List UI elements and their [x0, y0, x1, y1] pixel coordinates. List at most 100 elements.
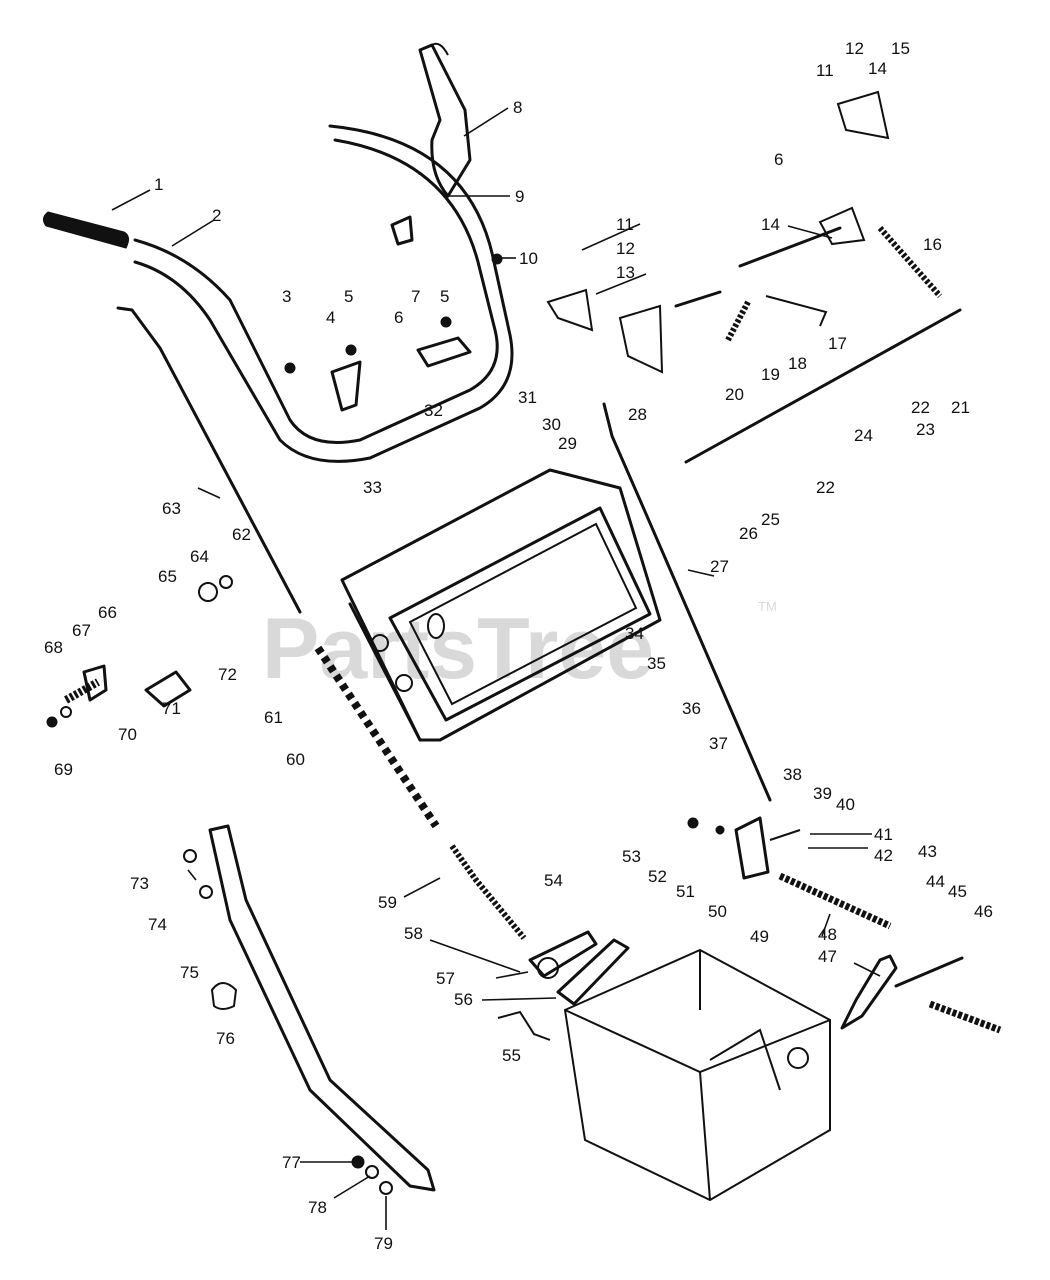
callout-27: 27: [710, 557, 729, 576]
callout-labels: 1 2 3 4 5 5 6 6 7 8 9 10 11 11 12 12 13 …: [44, 39, 993, 1253]
callout-67: 67: [72, 621, 91, 640]
callout-15: 15: [891, 39, 910, 58]
callout-42: 42: [874, 846, 893, 865]
callout-1: 1: [154, 175, 163, 194]
callout-5-b: 5: [440, 287, 449, 306]
callout-35: 35: [647, 654, 666, 673]
part-rods-upper-right: [546, 90, 962, 464]
part-upper-handle: [133, 124, 514, 463]
part-springs-upper: [725, 226, 943, 342]
callout-12-a: 12: [845, 39, 864, 58]
callout-77: 77: [282, 1153, 301, 1172]
part-side-bar: [208, 824, 436, 1192]
callout-71: 71: [162, 699, 181, 718]
callout-74: 74: [148, 915, 167, 934]
part-bracket-54: [497, 930, 630, 1041]
part-hardware-left: [46, 575, 233, 728]
part-dash-panel: [340, 468, 662, 742]
callout-47: 47: [818, 947, 837, 966]
leader-lines: [111, 107, 881, 1230]
watermark: PartsTree: [262, 601, 654, 697]
callout-24: 24: [854, 426, 873, 445]
callout-63: 63: [162, 499, 181, 518]
callout-57: 57: [436, 969, 455, 988]
callout-41: 41: [874, 825, 893, 844]
watermark-tm: TM: [758, 599, 777, 614]
callout-21: 21: [951, 398, 970, 417]
callout-45: 45: [948, 882, 967, 901]
callout-54: 54: [544, 871, 563, 890]
callout-31: 31: [518, 388, 537, 407]
callout-5-a: 5: [344, 287, 353, 306]
part-linkage-lower-right: [687, 816, 892, 930]
callout-51: 51: [676, 882, 695, 901]
callout-76: 76: [216, 1029, 235, 1048]
callout-14-b: 14: [761, 215, 780, 234]
callout-60: 60: [286, 750, 305, 769]
callout-28: 28: [628, 405, 647, 424]
callout-11-a: 11: [816, 61, 834, 80]
part-rod-63: [116, 306, 302, 614]
callout-38: 38: [783, 765, 802, 784]
callout-37: 37: [709, 734, 728, 753]
callout-18: 18: [788, 354, 807, 373]
callout-68: 68: [44, 638, 63, 657]
callout-4: 4: [326, 308, 335, 327]
callout-3: 3: [282, 287, 291, 306]
callout-10: 10: [519, 249, 538, 268]
callout-36: 36: [682, 699, 701, 718]
part-rod-27: [602, 402, 772, 802]
callout-19: 19: [761, 365, 780, 384]
callout-12-b: 12: [616, 239, 635, 258]
callout-16: 16: [923, 235, 942, 254]
callout-17: 17: [828, 334, 847, 353]
callout-6-b: 6: [774, 150, 783, 169]
part-grip: [42, 211, 130, 249]
callout-33: 33: [363, 478, 382, 497]
callout-8: 8: [513, 98, 522, 117]
callout-58: 58: [404, 924, 423, 943]
callout-23: 23: [916, 420, 935, 439]
part-lower-right-parts: [840, 954, 1002, 1034]
callout-50: 50: [708, 902, 727, 921]
callout-34: 34: [625, 624, 644, 643]
callout-43: 43: [918, 842, 937, 861]
callout-69: 69: [54, 760, 73, 779]
callout-26: 26: [739, 524, 758, 543]
callout-11-b: 11: [616, 215, 634, 234]
callout-2: 2: [212, 206, 221, 225]
part-lever-top: [418, 42, 472, 198]
callout-44: 44: [926, 872, 945, 891]
callout-53: 53: [622, 847, 641, 866]
callout-46: 46: [974, 902, 993, 921]
part-chain: [314, 645, 440, 829]
callout-48: 48: [818, 925, 837, 944]
callout-25: 25: [761, 510, 780, 529]
callout-20: 20: [725, 385, 744, 404]
bracket-group: [284, 215, 503, 412]
callout-39: 39: [813, 784, 832, 803]
callout-52: 52: [648, 867, 667, 886]
part-spring-59: [449, 844, 527, 940]
callout-49: 49: [750, 927, 769, 946]
part-hardware-bottom-left: [183, 849, 393, 1195]
callout-62: 62: [232, 525, 251, 544]
callout-59: 59: [378, 893, 397, 912]
callout-66: 66: [98, 603, 117, 622]
callout-75: 75: [180, 963, 199, 982]
callout-55: 55: [502, 1046, 521, 1065]
callout-14-a: 14: [868, 59, 887, 78]
callout-56: 56: [454, 990, 473, 1009]
callout-32: 32: [424, 401, 443, 420]
callout-9: 9: [515, 187, 524, 206]
callout-22-b: 22: [816, 478, 835, 497]
callout-22-a: 22: [911, 398, 930, 417]
callout-65: 65: [158, 567, 177, 586]
callout-29: 29: [558, 434, 577, 453]
callout-40: 40: [836, 795, 855, 814]
part-housing: [563, 948, 831, 1202]
callout-70: 70: [118, 725, 137, 744]
callout-61: 61: [264, 708, 283, 727]
callout-79: 79: [374, 1234, 393, 1253]
